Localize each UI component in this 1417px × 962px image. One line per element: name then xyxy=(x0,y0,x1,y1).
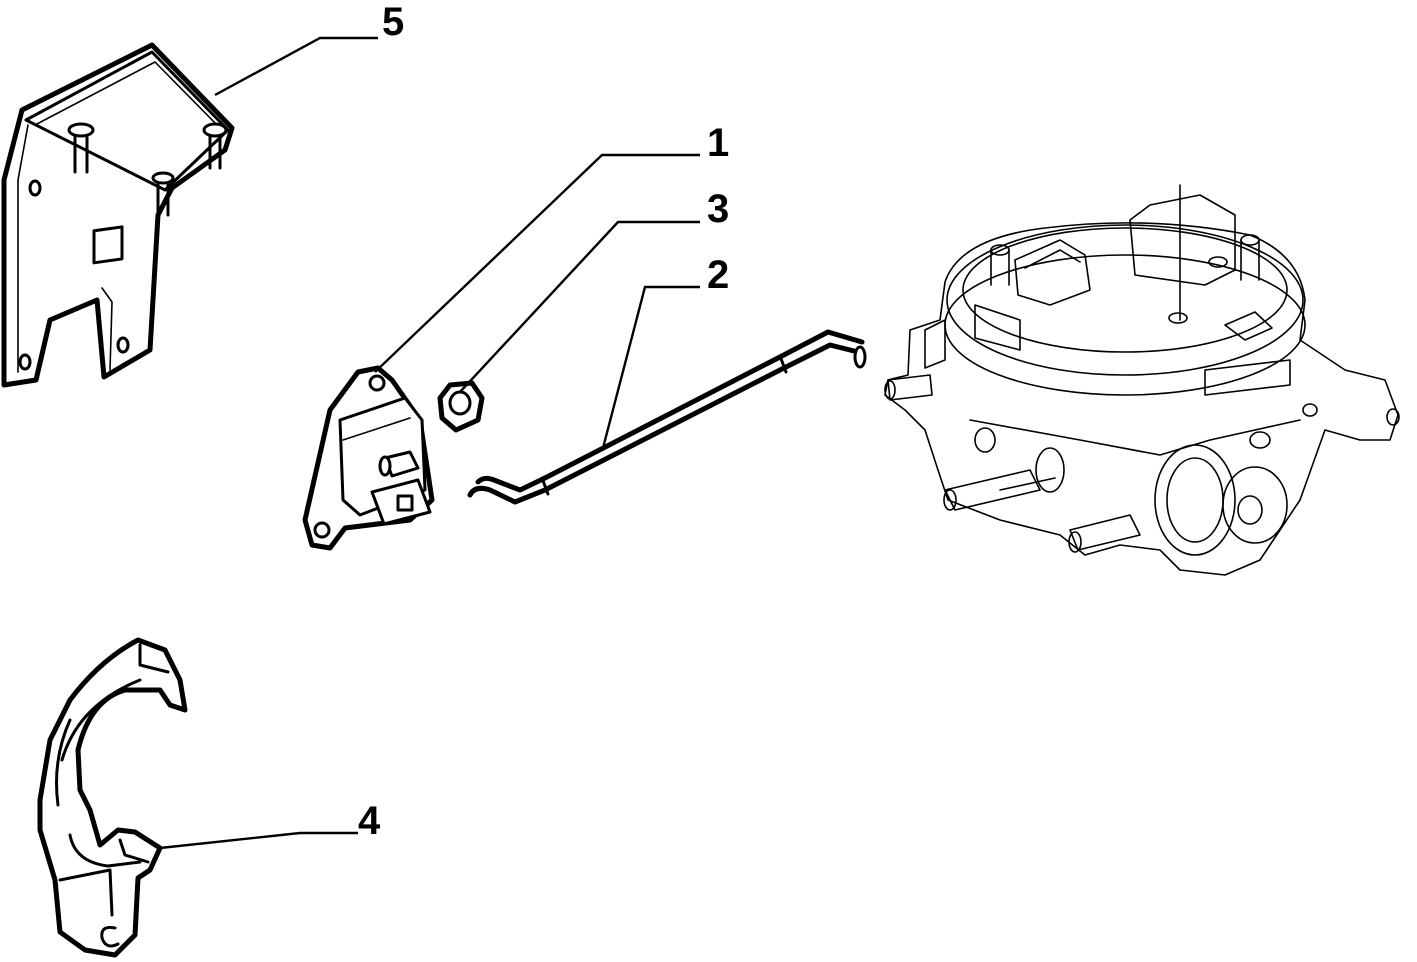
bracket-bolt-icon xyxy=(67,122,228,217)
part-3-nut-icon[interactable] xyxy=(437,380,485,433)
part-5-mounting-bracket[interactable] xyxy=(1,42,235,388)
leader-lines xyxy=(159,36,700,850)
throttle-body-assembly xyxy=(884,184,1400,576)
callout-3: 3 xyxy=(707,187,729,231)
leader-line-5 xyxy=(214,36,378,97)
callout-4: 4 xyxy=(358,799,381,843)
leader-line-1 xyxy=(374,153,700,373)
part-4-clamp[interactable] xyxy=(37,637,188,958)
callout-2: 2 xyxy=(707,253,729,297)
part-2-vacuum-hose[interactable] xyxy=(467,329,867,505)
part-1-sensor[interactable] xyxy=(302,365,435,551)
callout-5: 5 xyxy=(382,0,404,44)
leader-line-4 xyxy=(159,831,358,850)
leader-line-3 xyxy=(459,220,700,393)
leader-line-2 xyxy=(601,285,700,449)
callout-1: 1 xyxy=(707,121,729,165)
